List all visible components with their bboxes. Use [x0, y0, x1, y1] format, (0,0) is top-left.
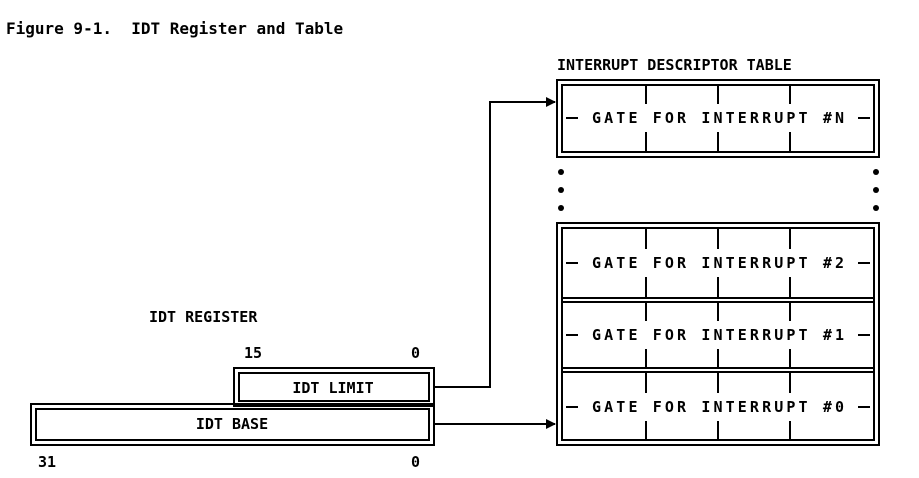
right-ellipsis-dots [873, 169, 879, 211]
limit-low-bit-label: 0 [411, 344, 421, 362]
idt-table-title: INTERRUPT DESCRIPTOR TABLE [557, 56, 792, 74]
gate-2-label: GATE FOR INTERRUPT #2 [592, 254, 844, 272]
gate-0-label: GATE FOR INTERRUPT #0 [592, 398, 844, 416]
gate-1-ticks [566, 303, 870, 367]
idt-base-label: IDT BASE [196, 415, 268, 433]
left-ellipsis-dots [558, 169, 564, 211]
gate-1-label: GATE FOR INTERRUPT #1 [592, 326, 844, 344]
gate-n-ticks [566, 86, 870, 151]
gate-0-ticks [566, 373, 870, 439]
figure-caption: Figure 9-1. IDT Register and Table [6, 19, 344, 38]
base-high-bit-label: 31 [38, 453, 57, 471]
gate-n-label: GATE FOR INTERRUPT #N [592, 109, 844, 127]
gate-2-ticks [566, 229, 870, 297]
limit-to-table-arrow [434, 97, 556, 388]
gate-n-box [556, 79, 880, 158]
gate-group-frame [556, 222, 880, 446]
limit-high-bit-label: 15 [244, 344, 263, 362]
base-low-bit-label: 0 [411, 453, 421, 471]
idt-register-title: IDT REGISTER [149, 308, 258, 326]
idt-limit-label: IDT LIMIT [292, 379, 373, 397]
